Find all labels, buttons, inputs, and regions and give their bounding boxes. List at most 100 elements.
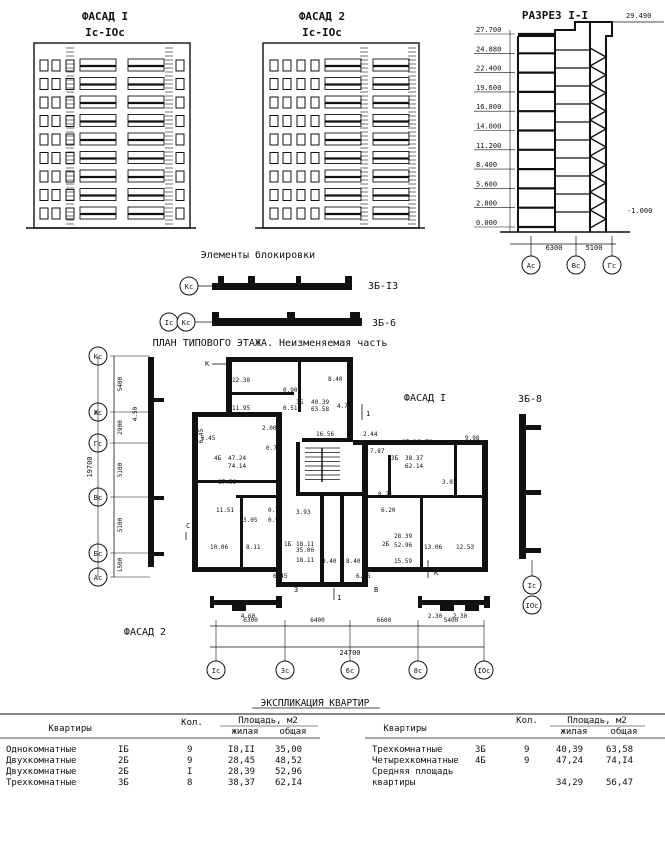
plan-room-label: 17.86 — [402, 439, 420, 446]
section-axis-v: Вс — [566, 236, 586, 275]
plan-room-label: 3Б — [391, 455, 399, 462]
explication-right-row-2-living: 47,24 — [556, 756, 583, 766]
explication-left-row: Двухкомнатные 2Б 9 28,45 48,52 — [6, 756, 302, 766]
plan-room-label: 18.11 — [296, 557, 314, 564]
blocking-e13-axis: Кс — [185, 283, 193, 291]
section-level-label: 0.000 — [476, 219, 497, 227]
section-level-label: 2.800 — [476, 200, 497, 208]
explication-left-header-count: Кол. — [181, 718, 203, 728]
plan-room-label: 8.40 — [346, 558, 361, 565]
plan-marker-1a: 1 — [366, 410, 370, 418]
window — [175, 170, 185, 183]
explication-left-row-2-living: 28,45 — [228, 756, 255, 766]
facade-2-subtitle: Iс-IОс — [302, 26, 342, 39]
explication-left-row-3-name: Двухкомнатные — [6, 767, 76, 777]
plan-marker-k2: К — [434, 569, 439, 577]
explication-average-row: Средняя площадь квартиры 34,29 56,47 — [372, 767, 633, 788]
window — [296, 207, 306, 220]
explication-left-row-1-total: 35,00 — [275, 745, 302, 755]
plan-room-label: 8.21 — [378, 491, 393, 498]
plan-room-label: 8.40 — [328, 376, 343, 383]
explication-left-row-4-type: 3Б — [118, 778, 129, 788]
plan-facade-2-label: ФАСАД 2 — [124, 627, 166, 638]
plan-room-label: 63.58 — [311, 406, 329, 413]
facade-1: ФАСАД I Iс-IОс — [26, 10, 196, 229]
blocking-e8-axis-2: IОс — [526, 602, 539, 610]
plan-room-label: 6.45 — [273, 573, 288, 580]
section-axis-a-label: Ас — [527, 262, 535, 270]
window — [269, 207, 279, 220]
window — [296, 133, 306, 146]
blocking-e8-axis-1: Iс — [528, 582, 536, 590]
window — [65, 170, 75, 183]
explication-right-row-2-total: 74,I4 — [606, 756, 633, 766]
section-axis-g-label: Гс — [608, 262, 616, 270]
window — [39, 96, 49, 109]
explication-right-row-2-type: 4Б — [475, 756, 486, 766]
plan-small-dim-3: 2.30 — [453, 613, 468, 620]
plan-room-label: 8.40 — [322, 558, 337, 565]
plan-marker-3: 3 — [294, 586, 298, 594]
explication-average-line-2: квартиры — [372, 778, 415, 788]
plan-marker-c: С — [186, 522, 190, 530]
facade-2-title: ФАСАД 2 — [299, 10, 345, 23]
window — [310, 96, 320, 109]
explication-right-header-living: жилая — [560, 727, 587, 737]
window — [269, 170, 279, 183]
floor-plan: ПЛАН ТИПОВОГО ЭТАЖА. Неизменяемая часть … — [86, 338, 494, 680]
section-stair-flights — [588, 47, 608, 229]
explication-left-row-3-living: 28,39 — [228, 767, 255, 777]
explication-right-header-count: Кол. — [516, 716, 538, 726]
explication-right-row-1-count: 9 — [524, 745, 529, 755]
window — [310, 170, 320, 183]
plan-room-label: 10.06 — [210, 544, 228, 551]
window — [175, 133, 185, 146]
window — [65, 96, 75, 109]
window — [296, 170, 306, 183]
plan-stair — [305, 447, 340, 482]
explication-left-header-apartments: Квартиры — [48, 724, 91, 734]
facade-1-windows — [39, 47, 185, 225]
section-level-label: 14.000 — [476, 123, 501, 131]
blocking-title: Элементы блокировки — [201, 249, 315, 261]
window — [39, 115, 49, 127]
section-level-label: 24.880 — [476, 45, 501, 53]
plan-marker-k1: К — [205, 360, 210, 368]
plan-bottom-dim-label: 6600 — [377, 617, 392, 624]
explication-average-living: 34,29 — [556, 778, 583, 788]
explication-left-row-1-count: 9 — [187, 745, 192, 755]
section-dim-2: 5100 — [586, 244, 603, 252]
explication-left-row-4-name: Трехкомнатные — [6, 778, 76, 788]
section-level-label: 8.400 — [476, 161, 497, 169]
plan-room-label: 0.70 — [266, 445, 281, 452]
section-bottom-mark: -1.000 — [627, 207, 652, 215]
section-title: РАЗРЕЗ I-I — [522, 9, 588, 22]
facade-1-subtitle: Iс-IОс — [85, 26, 125, 39]
plan-bottom-axis-bubble — [206, 660, 226, 680]
explication-average-line-1: Средняя площадь — [372, 767, 453, 777]
section-1-1: РАЗРЕЗ I-I 29.490 27.70024.88022.40019.6… — [474, 9, 664, 275]
explication-right-row: Трехкомнатные 3Б 9 40,39 63,58 — [372, 745, 633, 755]
window — [310, 78, 320, 90]
plan-left-dim-label: 5100 — [117, 462, 124, 477]
explication-left-row-3-count: I — [187, 767, 192, 777]
blocking-e6-axis-1: Iс — [165, 319, 173, 327]
plan-room-label: 3.03 — [442, 479, 457, 486]
plan-facade-1-label: ФАСАД I — [404, 393, 446, 404]
explication-left-row-2-name: Двухкомнатные — [6, 756, 76, 766]
explication-left-row-3-total: 52,96 — [275, 767, 302, 777]
explication-average-total: 56,47 — [606, 778, 633, 788]
plan-room-label: 6.20 — [381, 507, 396, 514]
window — [269, 59, 279, 72]
plan-left-dim-label: 1500 — [117, 557, 124, 572]
window — [282, 152, 292, 164]
plan-inner-dim-1: 4.50 — [132, 406, 139, 421]
plan-room-label: 0.90 — [283, 387, 298, 394]
plan-left-total: 19700 — [86, 456, 94, 477]
plan-room-label: 0.51 — [283, 405, 298, 412]
window — [296, 96, 306, 109]
